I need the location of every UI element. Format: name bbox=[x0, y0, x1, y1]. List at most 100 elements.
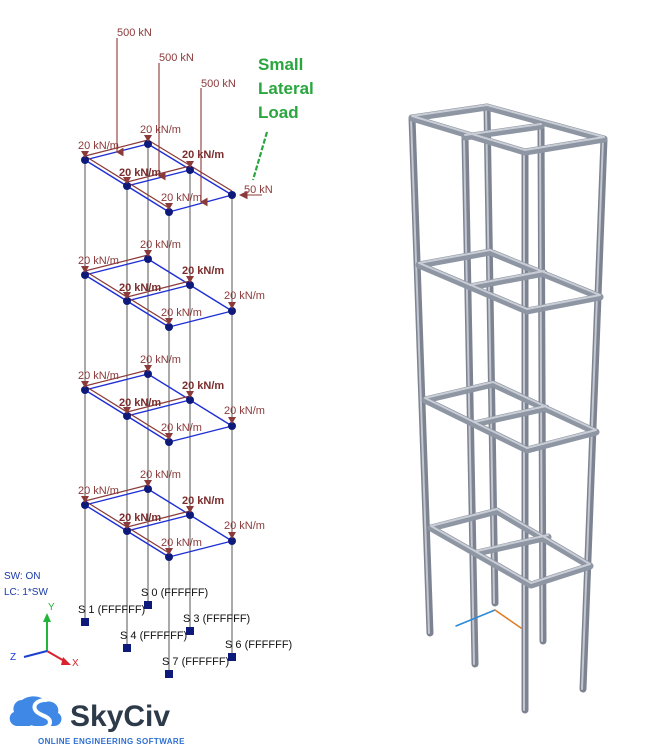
udl-label: 20 kN/m bbox=[224, 405, 265, 417]
beam[interactable] bbox=[168, 310, 233, 328]
node[interactable] bbox=[228, 537, 236, 545]
callout-pointer bbox=[251, 131, 269, 181]
z-axis-line bbox=[23, 650, 48, 658]
node[interactable] bbox=[228, 307, 236, 315]
y-axis-label: Y bbox=[48, 602, 55, 613]
callout-line-3: Load bbox=[258, 103, 299, 122]
node[interactable] bbox=[81, 386, 89, 394]
node[interactable] bbox=[144, 370, 152, 378]
rendered-beam[interactable] bbox=[470, 404, 550, 428]
udl-line bbox=[126, 280, 191, 298]
analytical-model: 500 kN 500 kN 500 kN 50 kN 20 kN/m 20 kN… bbox=[4, 27, 314, 678]
rendered-floor-4[interactable] bbox=[408, 103, 608, 156]
support-label: S 0 (FFFFFF) bbox=[141, 587, 208, 599]
support-marker[interactable] bbox=[228, 653, 236, 661]
udl-label: 20 kN/m bbox=[140, 469, 181, 481]
x-axis-arrow-icon bbox=[61, 657, 71, 665]
support-marker[interactable] bbox=[144, 601, 152, 609]
node[interactable] bbox=[165, 323, 173, 331]
udl-label: 20 kN/m bbox=[182, 380, 224, 392]
node[interactable] bbox=[144, 255, 152, 263]
udl-label: 20 kN/m bbox=[140, 239, 181, 251]
node[interactable] bbox=[165, 438, 173, 446]
rendered-axis-triad bbox=[455, 609, 522, 629]
x-axis-label: X bbox=[72, 658, 79, 669]
y-axis-arrow-icon bbox=[43, 613, 51, 622]
udl-label: 20 kN/m bbox=[140, 124, 181, 136]
point-load-label-1: 500 kN bbox=[117, 27, 152, 39]
support-label: S 3 (FFFFFF) bbox=[183, 613, 250, 625]
udl-line bbox=[84, 369, 149, 387]
node[interactable] bbox=[186, 281, 194, 289]
node[interactable] bbox=[123, 412, 131, 420]
callout-line-1: Small bbox=[258, 55, 303, 74]
udl-label: 20 kN/m bbox=[161, 422, 202, 434]
beam[interactable] bbox=[84, 488, 149, 506]
callout-line-2: Lateral bbox=[258, 79, 314, 98]
udl-label: 20 kN/m bbox=[140, 354, 181, 366]
beam[interactable] bbox=[126, 284, 191, 302]
node[interactable] bbox=[144, 485, 152, 493]
udl-label: 20 kN/m bbox=[161, 307, 202, 319]
skyciv-logo[interactable]: SkyCiv ONLINE ENGINEERING SOFTWARE bbox=[9, 696, 185, 746]
udl-label: 20 kN/m bbox=[182, 495, 224, 507]
node[interactable] bbox=[228, 191, 236, 199]
beam[interactable] bbox=[126, 399, 191, 417]
point-loads bbox=[115, 38, 262, 207]
rendered-floor-1[interactable] bbox=[427, 507, 594, 589]
udl-label: 20 kN/m bbox=[78, 370, 119, 382]
support-marker[interactable] bbox=[81, 618, 89, 626]
node[interactable] bbox=[123, 527, 131, 535]
point-load-label-3: 500 kN bbox=[201, 78, 236, 90]
node[interactable] bbox=[81, 271, 89, 279]
node[interactable] bbox=[123, 182, 131, 190]
support-marker[interactable] bbox=[186, 627, 194, 635]
rendered-beam[interactable] bbox=[466, 269, 548, 291]
node[interactable] bbox=[186, 166, 194, 174]
beam[interactable] bbox=[126, 514, 191, 532]
node[interactable] bbox=[228, 422, 236, 430]
support-label: S 7 (FFFFFF) bbox=[162, 656, 229, 668]
udl-label: 20 kN/m bbox=[161, 192, 202, 204]
node[interactable] bbox=[123, 297, 131, 305]
udl-line bbox=[126, 510, 191, 528]
support-marker[interactable] bbox=[123, 644, 131, 652]
axis-triad: Y X Z bbox=[10, 602, 79, 669]
node[interactable] bbox=[165, 208, 173, 216]
node[interactable] bbox=[81, 156, 89, 164]
support-marker[interactable] bbox=[165, 670, 173, 678]
node[interactable] bbox=[144, 140, 152, 148]
udl-line bbox=[126, 395, 191, 413]
rendered-beam[interactable] bbox=[473, 533, 552, 557]
udl-label: 20 kN/m bbox=[119, 397, 161, 409]
udl-label: 20 kN/m bbox=[161, 537, 202, 549]
beam[interactable] bbox=[168, 425, 233, 443]
node[interactable] bbox=[165, 553, 173, 561]
node[interactable] bbox=[81, 501, 89, 509]
udl-label: 20 kN/m bbox=[78, 140, 119, 152]
rendered-column-highlights bbox=[410, 106, 604, 711]
support-label: S 1 (FFFFFF) bbox=[78, 604, 145, 616]
beam[interactable] bbox=[84, 258, 149, 276]
cloud-s-mark bbox=[29, 698, 53, 731]
support-markers bbox=[81, 601, 236, 678]
point-load-label-2: 500 kN bbox=[159, 52, 194, 64]
support-label: S 4 (FFFFFF) bbox=[120, 630, 187, 642]
floor-level-3 bbox=[81, 254, 236, 331]
rendered-3d-frame bbox=[408, 103, 608, 714]
udl-label: 20 kN/m bbox=[78, 255, 119, 267]
udl-label: 20 kN/m bbox=[224, 520, 265, 532]
node[interactable] bbox=[186, 396, 194, 404]
node[interactable] bbox=[186, 511, 194, 519]
udl-label: 20 kN/m bbox=[224, 290, 265, 302]
beam[interactable] bbox=[168, 540, 233, 558]
udl-label: 20 kN/m bbox=[182, 149, 224, 161]
beam[interactable] bbox=[84, 373, 149, 391]
udl-line bbox=[84, 484, 149, 502]
udl-label: 20 kN/m bbox=[182, 265, 224, 277]
rendered-floor-3[interactable] bbox=[415, 248, 604, 315]
rendered-floor-2[interactable] bbox=[421, 380, 600, 454]
logo-tagline: ONLINE ENGINEERING SOFTWARE bbox=[38, 737, 185, 746]
udl-label: 20 kN/m bbox=[119, 167, 161, 179]
